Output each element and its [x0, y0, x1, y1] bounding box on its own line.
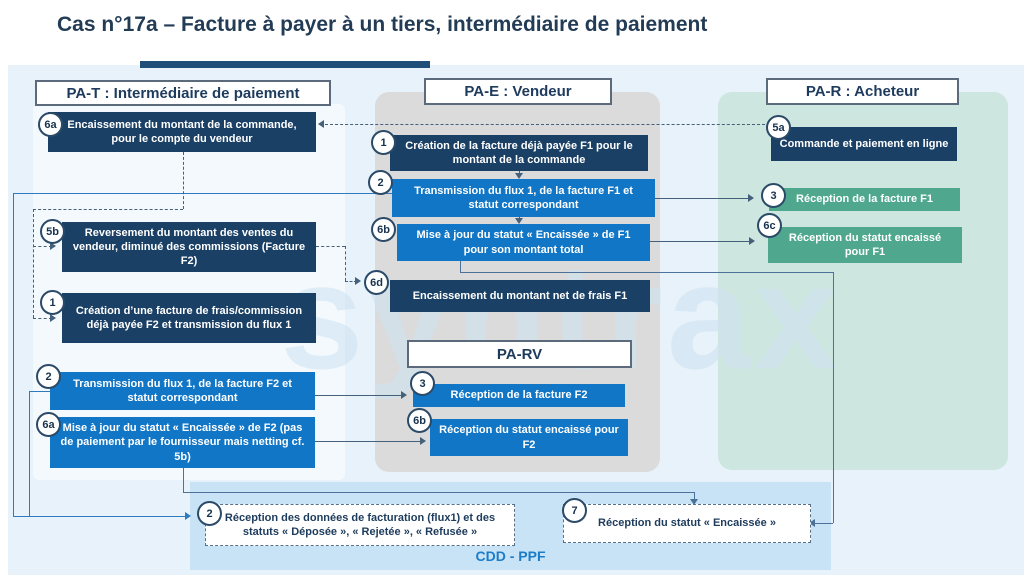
cdd-ppf-label: CDD - PPF: [475, 548, 546, 564]
connector-l6a2-b7-h: [183, 492, 695, 493]
box-pat-transmission-flux-f2: Transmission du flux 1, de la facture F2…: [50, 372, 315, 410]
badge-1-pae: 1: [371, 130, 396, 155]
badge-6c-par: 6c: [757, 213, 782, 238]
arrow-into-b7-right: [809, 519, 815, 527]
connector-l6a-down: [183, 152, 184, 209]
badge-6a-pat-bottom: 6a: [36, 412, 61, 437]
arrow-into-b2: [185, 512, 191, 520]
connector-m6b-stub: [460, 261, 461, 272]
connector-m2-a3: [655, 198, 748, 199]
badge-2-pat: 2: [36, 364, 61, 389]
arrow-m6b-a6c: [749, 237, 755, 245]
box-par-commande-paiement: Commande et paiement en ligne: [771, 127, 957, 161]
connector-into-l1: [33, 318, 52, 319]
arrow-into-l1: [50, 314, 56, 322]
arrow-l6a2-rv6b: [420, 437, 426, 445]
arrow-l2-rv3: [401, 391, 407, 399]
badge-6b-pae: 6b: [371, 217, 396, 242]
badge-3-par: 3: [761, 183, 786, 208]
header-parv: PA-RV: [407, 340, 632, 368]
box-pat-maj-statut-encaissee-f2: Mise à jour du statut « Encaissée » de F…: [50, 417, 315, 468]
connector-l6a2-down: [183, 468, 184, 492]
connector-left-down1: [13, 193, 14, 517]
connector-l2-rv3: [315, 395, 401, 396]
connector-l6a2-rv6b: [315, 441, 420, 442]
badge-2-pae: 2: [368, 170, 393, 195]
connector-5a-l6a: [325, 124, 765, 125]
header-pae: PA-E : Vendeur: [424, 78, 612, 105]
box-par-reception-statut-f1: Réception du statut encaissé pour F1: [768, 227, 962, 263]
box-pae-encaissement-net-frais: Encaissement du montant net de frais F1: [390, 280, 650, 312]
arrow-into-l5b: [50, 242, 56, 250]
badge-3-parv: 3: [410, 371, 435, 396]
connector-l6a-branch: [33, 209, 34, 318]
box-parv-reception-facture-f2: Réception de la facture F2: [413, 384, 625, 407]
box-pae-maj-statut-encaissee-f1: Mise à jour du statut « Encaissée » de F…: [397, 224, 650, 261]
badge-6b-parv: 6b: [407, 408, 432, 433]
connector-into-b2: [13, 516, 185, 517]
badge-6d-pae: 6d: [364, 270, 389, 295]
arrow-m2-m6b: [515, 218, 523, 224]
box-pae-transmission-flux-f1: Transmission du flux 1, de la facture F1…: [392, 179, 655, 217]
box-par-reception-facture-f1: Réception de la facture F1: [769, 188, 960, 211]
header-pat: PA-T : Intermédiaire de paiement: [35, 80, 331, 106]
connector-m6b-b7-in: [815, 523, 833, 524]
box-cdd-reception-donnees: Réception des données de facturation (fl…: [205, 504, 515, 546]
box-pat-encaissement-commande: Encaissement du montant de la commande, …: [48, 112, 316, 152]
connector-l5b-down: [345, 246, 346, 281]
badge-5b-pat: 5b: [40, 219, 65, 244]
connector-l2-stub: [29, 391, 50, 392]
title-underline-bar: [140, 61, 430, 68]
box-parv-reception-statut-f2: Réception du statut encaissé pour F2: [430, 419, 628, 456]
connector-left-down2: [29, 391, 30, 517]
badge-5a-par: 5a: [766, 115, 791, 140]
box-pat-reversement-ventes: Reversement du montant des ventes du ven…: [62, 222, 316, 272]
connector-m6b-b7-v: [833, 272, 834, 523]
header-par: PA-R : Acheteur: [766, 78, 959, 105]
badge-7-cdd: 7: [562, 498, 587, 523]
box-pae-creation-facture-f1: Création de la facture déjà payée F1 pou…: [390, 135, 648, 171]
box-cdd-reception-statut-encaissee: Réception du statut « Encaissée »: [563, 504, 811, 543]
arrow-m2-a3: [748, 194, 754, 202]
connector-m2-left: [13, 193, 392, 194]
connector-into-m6d: [345, 281, 357, 282]
badge-2-cdd: 2: [197, 501, 222, 526]
arrow-into-l6a: [318, 120, 324, 128]
box-pat-creation-facture-frais: Création d’une facture de frais/commissi…: [62, 293, 316, 343]
connector-m6b-b7-h: [460, 272, 834, 273]
arrow-into-b7-top: [690, 499, 698, 505]
page-title: Cas n°17a – Facture à payer à un tiers, …: [57, 13, 708, 36]
arrow-m1-m2: [515, 173, 523, 179]
connector-into-l5b: [33, 246, 52, 247]
connector-l6a2-b7-v: [694, 492, 695, 499]
connector-m6b-a6c: [650, 241, 749, 242]
connector-l5b-right: [316, 246, 345, 247]
arrow-into-m6d: [355, 277, 361, 285]
badge-1-pat: 1: [40, 290, 65, 315]
badge-6a-pat-top: 6a: [38, 112, 63, 137]
connector-l6a-left: [33, 209, 183, 210]
